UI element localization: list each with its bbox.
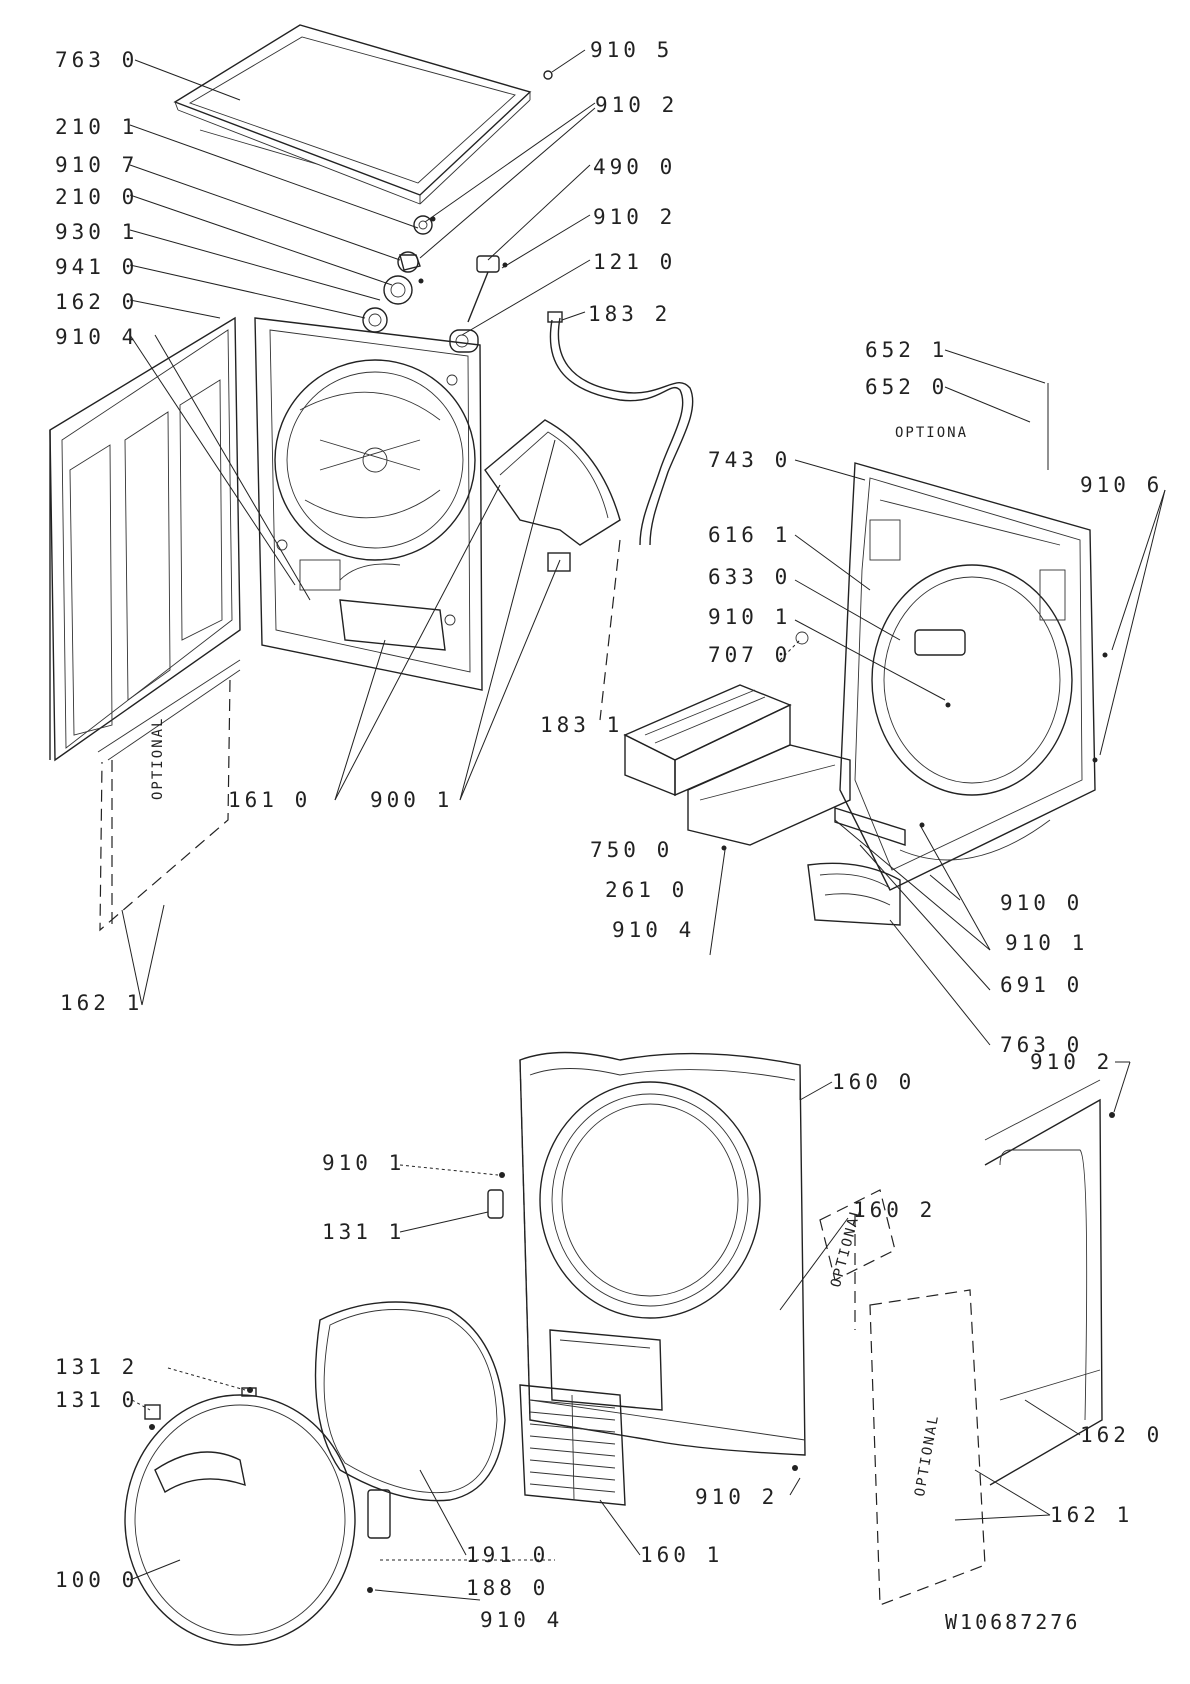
front-bulkhead: [839, 462, 1108, 891]
optional-panels-bottom: [819, 1189, 986, 1606]
label-900-1: 900 1: [370, 788, 454, 812]
leaders-right-mid: [709, 349, 1166, 1046]
door-ring: [124, 1394, 391, 1646]
label-910-7: 910 7: [55, 153, 139, 177]
motor-parts: [449, 255, 508, 353]
label-183-1: 183 1: [540, 713, 624, 737]
lower-grille-parts: [807, 807, 925, 926]
filter-drawer: [623, 631, 851, 851]
optiona-note: OPTIONA: [895, 425, 969, 441]
label-160-0: 160 0: [832, 1070, 916, 1094]
label-910-4c: 910 4: [480, 1608, 564, 1632]
side-panel-left: [49, 316, 241, 762]
hose-183-2: [547, 311, 694, 546]
label-616-1: 616 1: [708, 523, 792, 547]
door-gasket: [314, 1301, 506, 1502]
label-160-2: 160 2: [853, 1198, 937, 1222]
label-162-1b: 162 1: [1050, 1503, 1134, 1527]
label-910-0: 910 0: [1000, 891, 1084, 915]
label-910-2c: 910 2: [1030, 1050, 1114, 1074]
grille-160-1: [519, 1384, 626, 1506]
label-161-0: 161 0: [228, 788, 312, 812]
label-188-0: 188 0: [466, 1576, 550, 1600]
side-panel-right: [984, 1079, 1115, 1486]
leaders-bottom: [129, 1061, 1131, 1601]
label-930-1: 930 1: [55, 220, 139, 244]
rear-frame: [254, 317, 483, 691]
label-131-2: 131 2: [55, 1355, 139, 1379]
label-162-0: 162 0: [55, 290, 139, 314]
label-941-0: 941 0: [55, 255, 139, 279]
label-763-0b: 763 0: [1000, 1033, 1084, 1057]
label-490-0: 490 0: [593, 155, 677, 179]
label-121-0: 121 0: [593, 250, 677, 274]
label-910-6: 910 6: [1080, 473, 1164, 497]
label-162-1: 162 1: [60, 991, 144, 1015]
top-fasteners: [362, 70, 553, 333]
label-910-2b: 910 2: [593, 205, 677, 229]
label-160-1: 160 1: [640, 1543, 724, 1567]
top-cover: [173, 24, 532, 205]
label-910-1c: 910 1: [322, 1151, 406, 1175]
label-210-0: 210 0: [55, 185, 139, 209]
label-652-0: 652 0: [865, 375, 949, 399]
door-hinge-bits: [144, 1172, 505, 1430]
duct-161: [484, 419, 621, 572]
label-652-1: 652 1: [865, 338, 949, 362]
label-191-0: 191 0: [466, 1543, 550, 1567]
label-261-0: 261 0: [605, 878, 689, 902]
front-panel: [519, 1051, 806, 1471]
label-743-0: 743 0: [708, 448, 792, 472]
label-633-0: 633 0: [708, 565, 792, 589]
optional-note-left: OPTIONAL: [150, 716, 166, 800]
label-183-2: 183 2: [588, 302, 672, 326]
label-910-5: 910 5: [590, 38, 674, 62]
leaders-top-left: [121, 49, 621, 1006]
label-750-0: 750 0: [590, 838, 674, 862]
label-910-4b: 910 4: [612, 918, 696, 942]
label-910-1b: 910 1: [1005, 931, 1089, 955]
label-707-0: 707 0: [708, 643, 792, 667]
drawing-code: W10687276: [945, 1610, 1081, 1634]
label-100-0: 100 0: [55, 1568, 139, 1592]
label-763-0: 763 0: [55, 48, 139, 72]
label-131-0: 131 0: [55, 1388, 139, 1412]
optional-panel-left: [99, 679, 231, 932]
label-910-4: 910 4: [55, 325, 139, 349]
label-162-0b: 162 0: [1080, 1423, 1164, 1447]
label-910-2d: 910 2: [695, 1485, 779, 1509]
label-910-2: 910 2: [595, 93, 679, 117]
label-131-1: 131 1: [322, 1220, 406, 1244]
label-210-1: 210 1: [55, 115, 139, 139]
label-691-0: 691 0: [1000, 973, 1084, 997]
label-910-1: 910 1: [708, 605, 792, 629]
